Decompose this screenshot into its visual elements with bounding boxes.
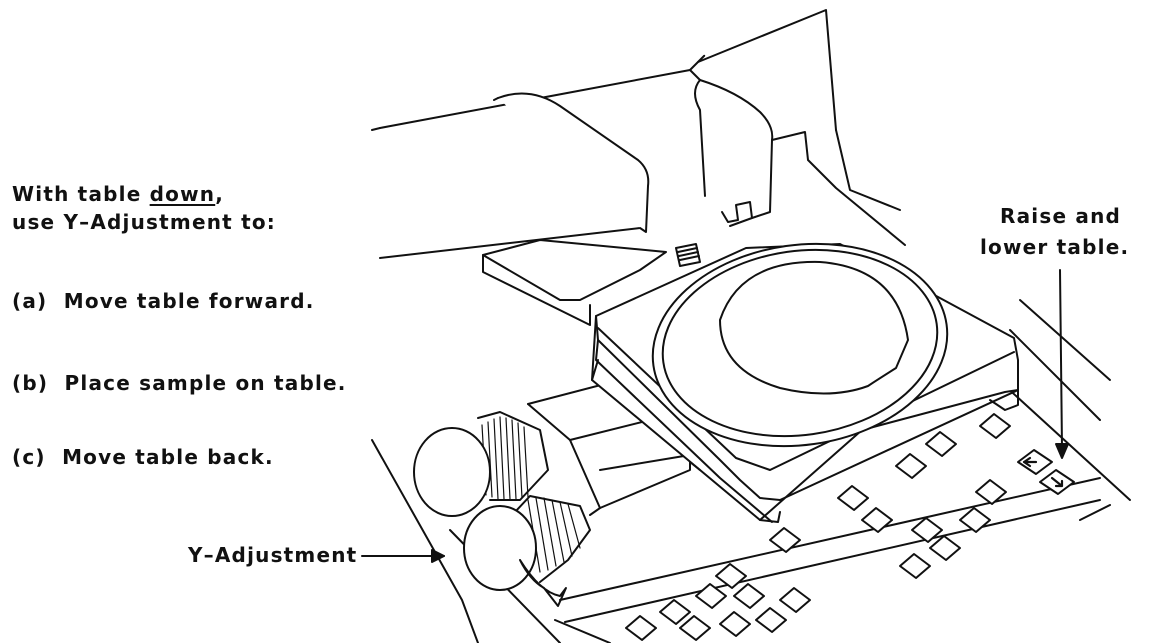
raise-key: [1018, 450, 1052, 474]
y-adjustment-arrow: [362, 550, 444, 562]
y-adjustment-knob-lower: [464, 496, 590, 606]
raise-lower-arrow: [1056, 270, 1068, 458]
microscope-arm: [372, 10, 905, 266]
